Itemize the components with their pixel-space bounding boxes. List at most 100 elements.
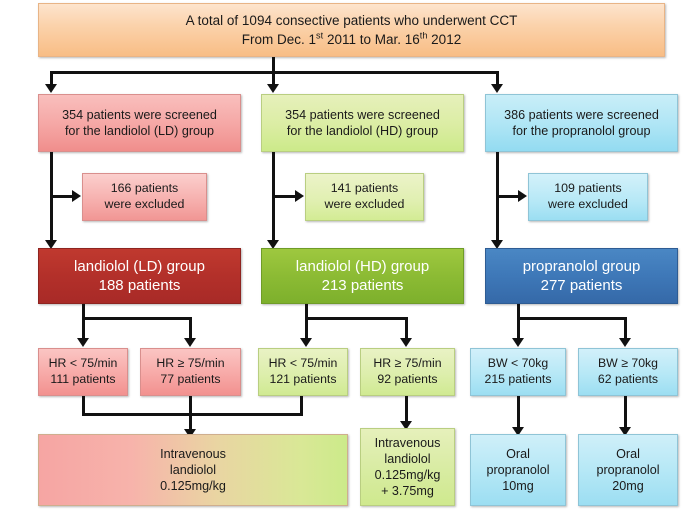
arrowhead-to-treatment-iv-landiolol — [184, 429, 196, 438]
arrowhead-to-screened-1 — [45, 84, 57, 93]
treatment-box-iv-landiolol-plus: Intravenous landiolol 0.125mg/kg + 3.75m… — [360, 428, 455, 506]
treatment-2-line-4: + 3.75mg — [381, 484, 434, 499]
arrowhead-to-strata-5 — [512, 338, 524, 347]
connector-strata6-drop — [624, 396, 627, 428]
strata-5-line-2: 215 patients — [484, 372, 552, 386]
strata-box-hd-hr-low: HR < 75/min 121 patients — [258, 348, 348, 396]
group-3-line-1: propranolol group — [522, 257, 641, 275]
strata-2-line-2: 77 patients — [160, 372, 221, 386]
title-box: A total of 1094 consective patients who … — [38, 3, 665, 57]
arrowhead-to-strata-2 — [184, 338, 196, 347]
connector-grp2-right — [405, 317, 408, 339]
excluded-1-line-2: were excluded — [104, 197, 185, 211]
connector-title-to-col2 — [272, 71, 275, 85]
connector-strata1-drop — [82, 396, 85, 414]
treatment-3-line-1: Oral — [506, 446, 530, 461]
connector-grp1-bus — [82, 317, 192, 320]
screened-2-line-1: 354 patients were screened — [285, 107, 440, 122]
connector-title-to-col1 — [50, 71, 53, 85]
title-sup-st: st — [316, 30, 324, 41]
arrowhead-to-treatment-iv-plus — [400, 421, 412, 430]
strata-6-line-2: 62 patients — [597, 372, 659, 386]
screened-box-propranolol: 386 patients were screened for the propr… — [485, 94, 678, 152]
strata-box-ld-hr-high: HR ≥ 75/min 77 patients — [140, 348, 241, 396]
treatment-4-line-1: Oral — [616, 446, 640, 461]
arrowhead-col2-to-group — [267, 240, 279, 249]
screened-1-line-2: for the landiolol (LD) group — [64, 124, 215, 138]
title-date-pre: From Dec. 1 — [241, 32, 317, 47]
treatment-2-line-2: landiolol — [384, 451, 431, 466]
screened-2-line-2: for the landiolol (HD) group — [286, 124, 439, 138]
strata-box-bw-low: BW < 70kg 215 patients — [470, 348, 566, 396]
strata-4-line-2: 92 patients — [377, 372, 438, 386]
title-date-mid: 2011 to Mar. 16 — [323, 32, 420, 47]
strata-3-line-1: HR < 75/min — [268, 356, 338, 371]
strata-5-line-1: BW < 70kg — [487, 356, 549, 371]
connector-strata4-drop — [405, 396, 408, 422]
arrowhead-to-strata-4 — [400, 338, 412, 347]
group-1-line-2: 188 patients — [98, 277, 181, 294]
connector-grp2-stem — [305, 304, 308, 318]
treatment-1-line-1: Intravenous — [160, 446, 226, 461]
arrowhead-col3-to-group — [491, 240, 503, 249]
treatment-box-iv-landiolol: Intravenous landiolol 0.125mg/kg — [38, 434, 348, 506]
title-date-post: 2012 — [427, 32, 462, 47]
connector-merge-bus-iv — [82, 413, 303, 416]
excluded-box-landiolol-hd: 141 patients were excluded — [305, 173, 424, 221]
arrowhead-col1-excluded — [72, 190, 81, 202]
treatment-1-line-2: landiolol — [169, 462, 217, 477]
connector-strata2-drop — [189, 396, 192, 414]
arrowhead-col1-to-group — [45, 240, 57, 249]
connector-grp3-left — [517, 317, 520, 339]
treatment-1-line-3: 0.125mg/kg — [160, 479, 226, 494]
treatment-4-line-2: propranolol — [596, 462, 660, 477]
screened-3-line-1: 386 patients were screened — [504, 107, 659, 122]
connector-grp2-left — [305, 317, 308, 339]
treatment-box-oral-propranolol-20: Oral propranolol 20mg — [578, 434, 678, 506]
excluded-2-line-2: were excluded — [324, 197, 405, 211]
strata-4-line-1: HR ≥ 75/min — [373, 356, 442, 371]
strata-box-hd-hr-high: HR ≥ 75/min 92 patients — [360, 348, 455, 396]
group-3-line-2: 277 patients — [540, 277, 623, 294]
connector-grp1-right — [189, 317, 192, 339]
connector-col1-to-excluded — [50, 195, 73, 198]
arrowhead-to-screened-3 — [491, 84, 503, 93]
group-box-propranolol: propranolol group 277 patients — [485, 248, 678, 304]
group-2-line-1: landiolol (HD) group — [295, 257, 430, 275]
connector-grp1-left — [82, 317, 85, 339]
excluded-3-line-2: were excluded — [548, 197, 628, 211]
connector-grp2-bus — [305, 317, 408, 320]
excluded-3-line-1: 109 patients — [554, 181, 622, 196]
title-sup-th: th — [419, 30, 428, 41]
connector-col2-to-excluded — [272, 195, 296, 198]
connector-title-to-col3 — [496, 71, 499, 85]
connector-strata5-drop — [517, 396, 520, 428]
treatment-3-line-3: 10mg — [502, 479, 534, 494]
excluded-2-line-1: 141 patients — [330, 181, 399, 196]
connector-merge-stem-iv — [189, 413, 192, 430]
arrowhead-to-treatment-oral-20 — [619, 427, 631, 436]
treatment-3-line-2: propranolol — [486, 462, 550, 477]
strata-1-line-2: 111 patients — [50, 372, 116, 386]
connector-grp3-stem — [517, 304, 520, 318]
title-line-1: A total of 1094 consective patients who … — [185, 12, 518, 28]
title-line-2: From Dec. 1st 2011 to Mar. 16th 2012 — [242, 30, 461, 49]
treatment-2-line-3: 0.125mg/kg — [374, 468, 441, 482]
screened-1-line-1: 354 patients were screened — [62, 107, 217, 122]
arrowhead-col2-excluded — [295, 190, 304, 202]
arrowhead-to-strata-6 — [619, 338, 631, 347]
group-box-landiolol-ld: landiolol (LD) group 188 patients — [38, 248, 241, 304]
connector-title-stem — [272, 57, 275, 74]
strata-6-line-1: BW ≥ 70kg — [597, 356, 659, 371]
group-2-line-2: 213 patients — [321, 277, 404, 294]
excluded-1-line-1: 166 patients — [110, 181, 179, 196]
strata-1-line-1: HR < 75/min — [48, 356, 118, 371]
treatment-box-oral-propranolol-10: Oral propranolol 10mg — [470, 434, 566, 506]
arrowhead-to-strata-3 — [300, 338, 312, 347]
screened-box-landiolol-hd: 354 patients were screened for the landi… — [261, 94, 464, 152]
connector-strata3-drop — [300, 396, 303, 414]
screened-3-line-2: for the propranolol group — [512, 124, 651, 138]
group-1-line-1: landiolol (LD) group — [74, 257, 205, 275]
arrowhead-to-screened-2 — [267, 84, 279, 93]
